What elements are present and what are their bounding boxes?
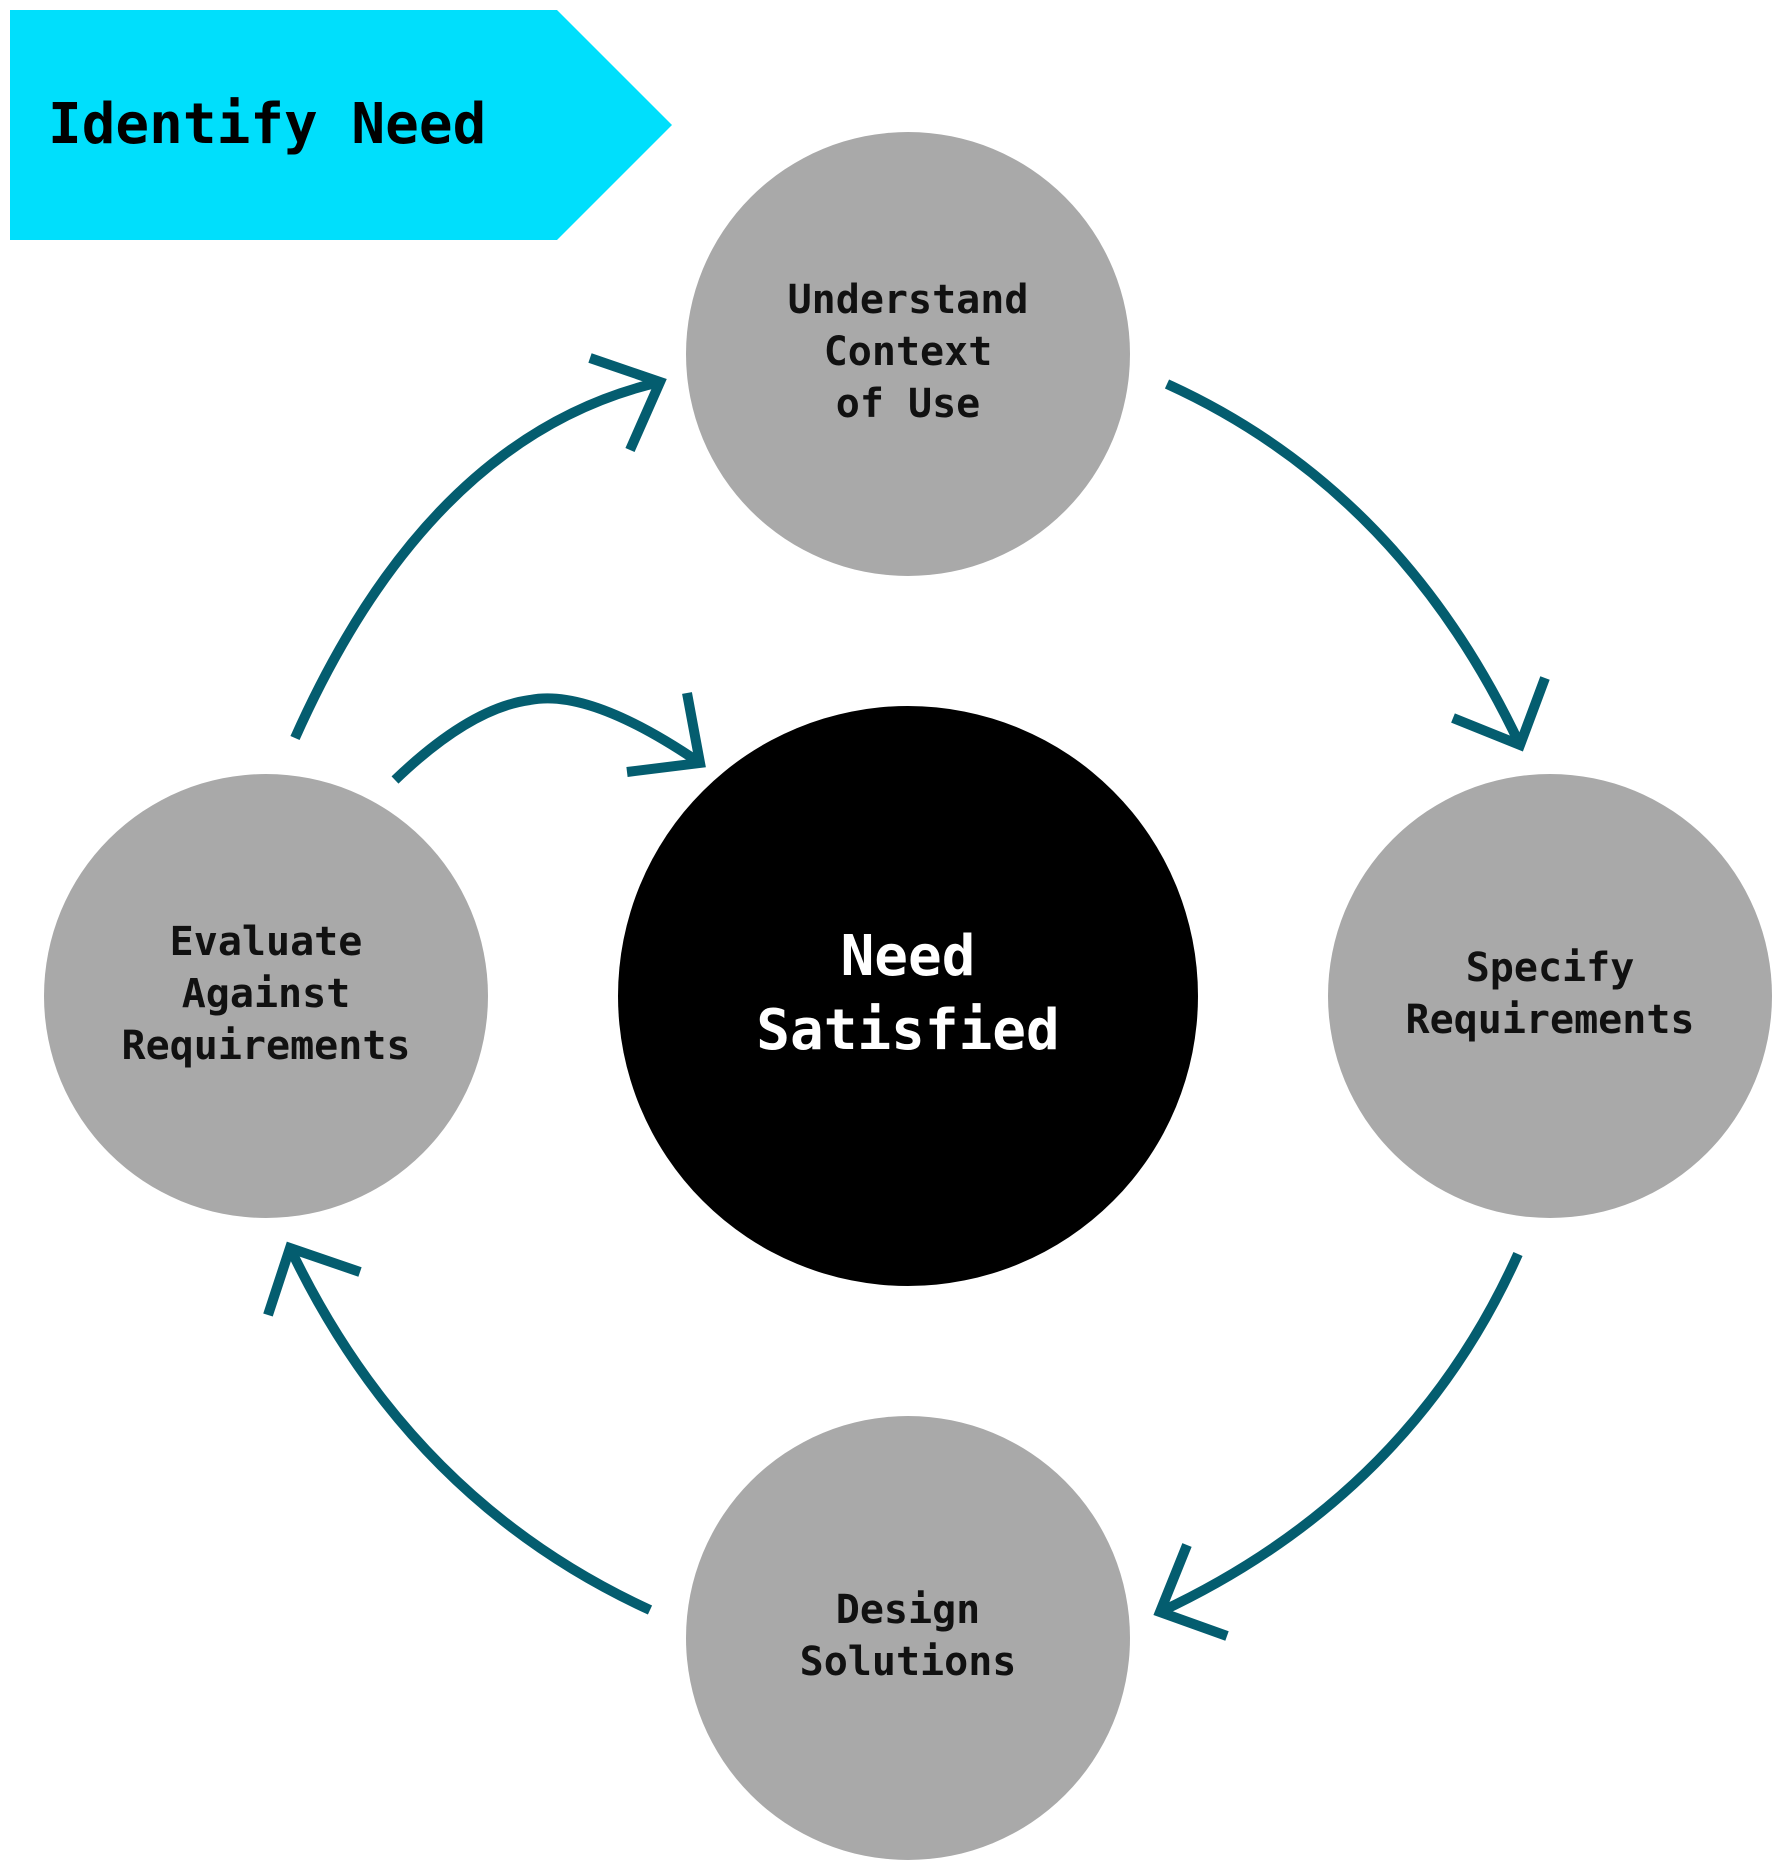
specify-requirements-node: Specify Requirements [1328,774,1772,1218]
need-satisfied-node: Need Satisfied [618,706,1198,1286]
evaluate-requirements-circle [44,774,488,1218]
arrowhead-understand-to-specify [1451,676,1550,752]
arrow-understand-to-specify [1164,379,1525,748]
understand-context-node: Understand Context of Use [686,132,1130,576]
banner-shape [10,10,672,240]
specify-requirements-circle [1328,774,1772,1218]
arrowhead-evaluate-to-understand [588,353,667,453]
design-solutions-label-line-2: Solutions [800,1639,1017,1685]
arrow-specify-to-design [1157,1251,1523,1617]
arrow-evaluate-to-center [391,693,703,784]
understand-context-label-line-1: Understand [788,277,1029,323]
understand-context-circle [686,132,1130,576]
evaluate-requirements-node: Evaluate Against Requirements [44,774,488,1218]
arrowhead-evaluate-to-center [626,692,706,777]
design-solutions-label-line-1: Design [836,1587,981,1633]
specify-requirements-label-line-1: Specify [1466,945,1635,991]
evaluate-requirements-label-line-2: Against [182,971,351,1017]
understand-context-label-line-3: of Use [836,381,981,427]
design-solutions-circle [686,1416,1130,1860]
arrowhead-design-to-evaluate [263,1241,362,1317]
specify-requirements-label-line-2: Requirements [1406,997,1695,1043]
evaluate-requirements-label-line-3: Requirements [122,1023,411,1069]
identify-need-banner: Identify Need [10,10,672,240]
banner-label: Identify Need [48,92,486,157]
understand-context-label-line-2: Context [824,329,993,375]
need-satisfied-label-line-2: Satisfied [756,998,1059,1063]
design-solutions-node: Design Solutions [686,1416,1130,1860]
arrow-design-to-evaluate [285,1245,653,1615]
cycle-arrows [263,353,1550,1641]
need-satisfied-circle [618,706,1198,1286]
need-satisfied-label-line-1: Need [841,924,976,989]
evaluate-requirements-label-line-1: Evaluate [170,919,363,965]
arrow-evaluate-to-understand [290,377,662,741]
arrowhead-specify-to-design [1153,1543,1229,1641]
